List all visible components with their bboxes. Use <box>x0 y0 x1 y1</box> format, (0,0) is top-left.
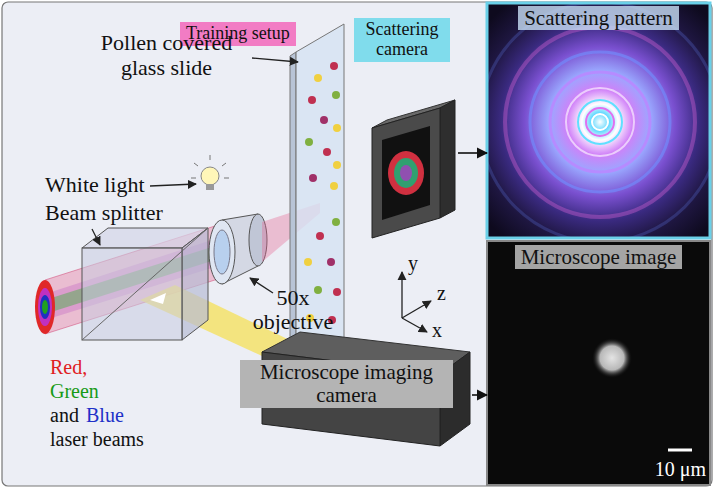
camera-label: Scattering camera <box>354 18 458 240</box>
color-word: Green <box>50 380 99 403</box>
scale-text: 10 μm <box>655 458 706 481</box>
connector-arrow <box>472 394 487 396</box>
part-label: Pollen covered glass slide <box>84 30 249 81</box>
axis-label: y <box>408 252 418 275</box>
part-label: laser beams <box>50 428 144 451</box>
connector-arrow <box>458 152 487 154</box>
box-text: Microscope image <box>515 245 683 269</box>
image-panel: Microscope image 10 μm <box>487 241 710 485</box>
box-text: Scattering camera <box>354 18 450 62</box>
image-panel: Scattering pattern <box>487 3 710 238</box>
color-word: Red, <box>50 356 87 379</box>
color-word: Blue <box>86 404 124 427</box>
axis-label: x <box>432 319 442 342</box>
part-label: and <box>50 404 79 427</box>
box-text: Microscope imaging camera <box>240 360 453 408</box>
part-label: White light <box>45 172 145 197</box>
part-label: Beam splitter <box>45 200 163 225</box>
box-text: Scattering pattern <box>518 6 679 30</box>
axis-label: z <box>437 282 446 305</box>
part-label: 50x objective <box>248 286 338 334</box>
camera-label: Microscope imaging camera <box>238 344 472 448</box>
